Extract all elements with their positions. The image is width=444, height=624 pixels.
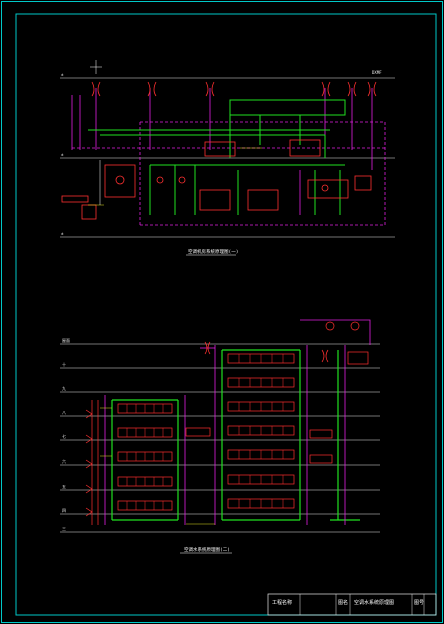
d2-floor-label-8: 八 xyxy=(62,410,66,415)
diagram-two: 屋面 十 九 八 七 六 五 四 三 xyxy=(60,319,380,554)
d1-tag-right: DXMF xyxy=(372,70,382,75)
d2-floor-label-6: 六 xyxy=(62,458,66,464)
d2-floor-label-roof: 屋面 xyxy=(62,337,70,343)
title-block: 工程名称 图名 空调水系统原理图 图号 xyxy=(267,593,437,616)
d2-caption: 空调水系统原理图(二) xyxy=(184,546,230,553)
d1-level-label-mid: ± xyxy=(61,152,64,157)
diagram-one: ± ± ± DXMF xyxy=(60,60,395,256)
d2-floor-label-9: 九 xyxy=(62,385,66,391)
d2-floor-label-3: 三 xyxy=(62,526,66,531)
d1-caption: 空调机房系统原理图(一) xyxy=(188,248,238,255)
d2-floor-label-7: 七 xyxy=(62,433,66,439)
title-block-number-label: 图号 xyxy=(414,600,424,606)
d2-floor-label-5: 五 xyxy=(62,484,66,489)
title-block-drawing-label: 图名 xyxy=(338,599,348,606)
title-block-drawing-name: 空调水系统原理图 xyxy=(354,599,394,606)
d1-level-label-low: ± xyxy=(61,231,64,236)
d2-floor-label-4: 四 xyxy=(62,508,66,513)
d2-floor-label-10: 十 xyxy=(62,361,66,367)
title-block-project-label: 工程名称 xyxy=(272,599,292,606)
inner-frame xyxy=(15,13,437,616)
d1-level-label-top: ± xyxy=(61,72,64,77)
